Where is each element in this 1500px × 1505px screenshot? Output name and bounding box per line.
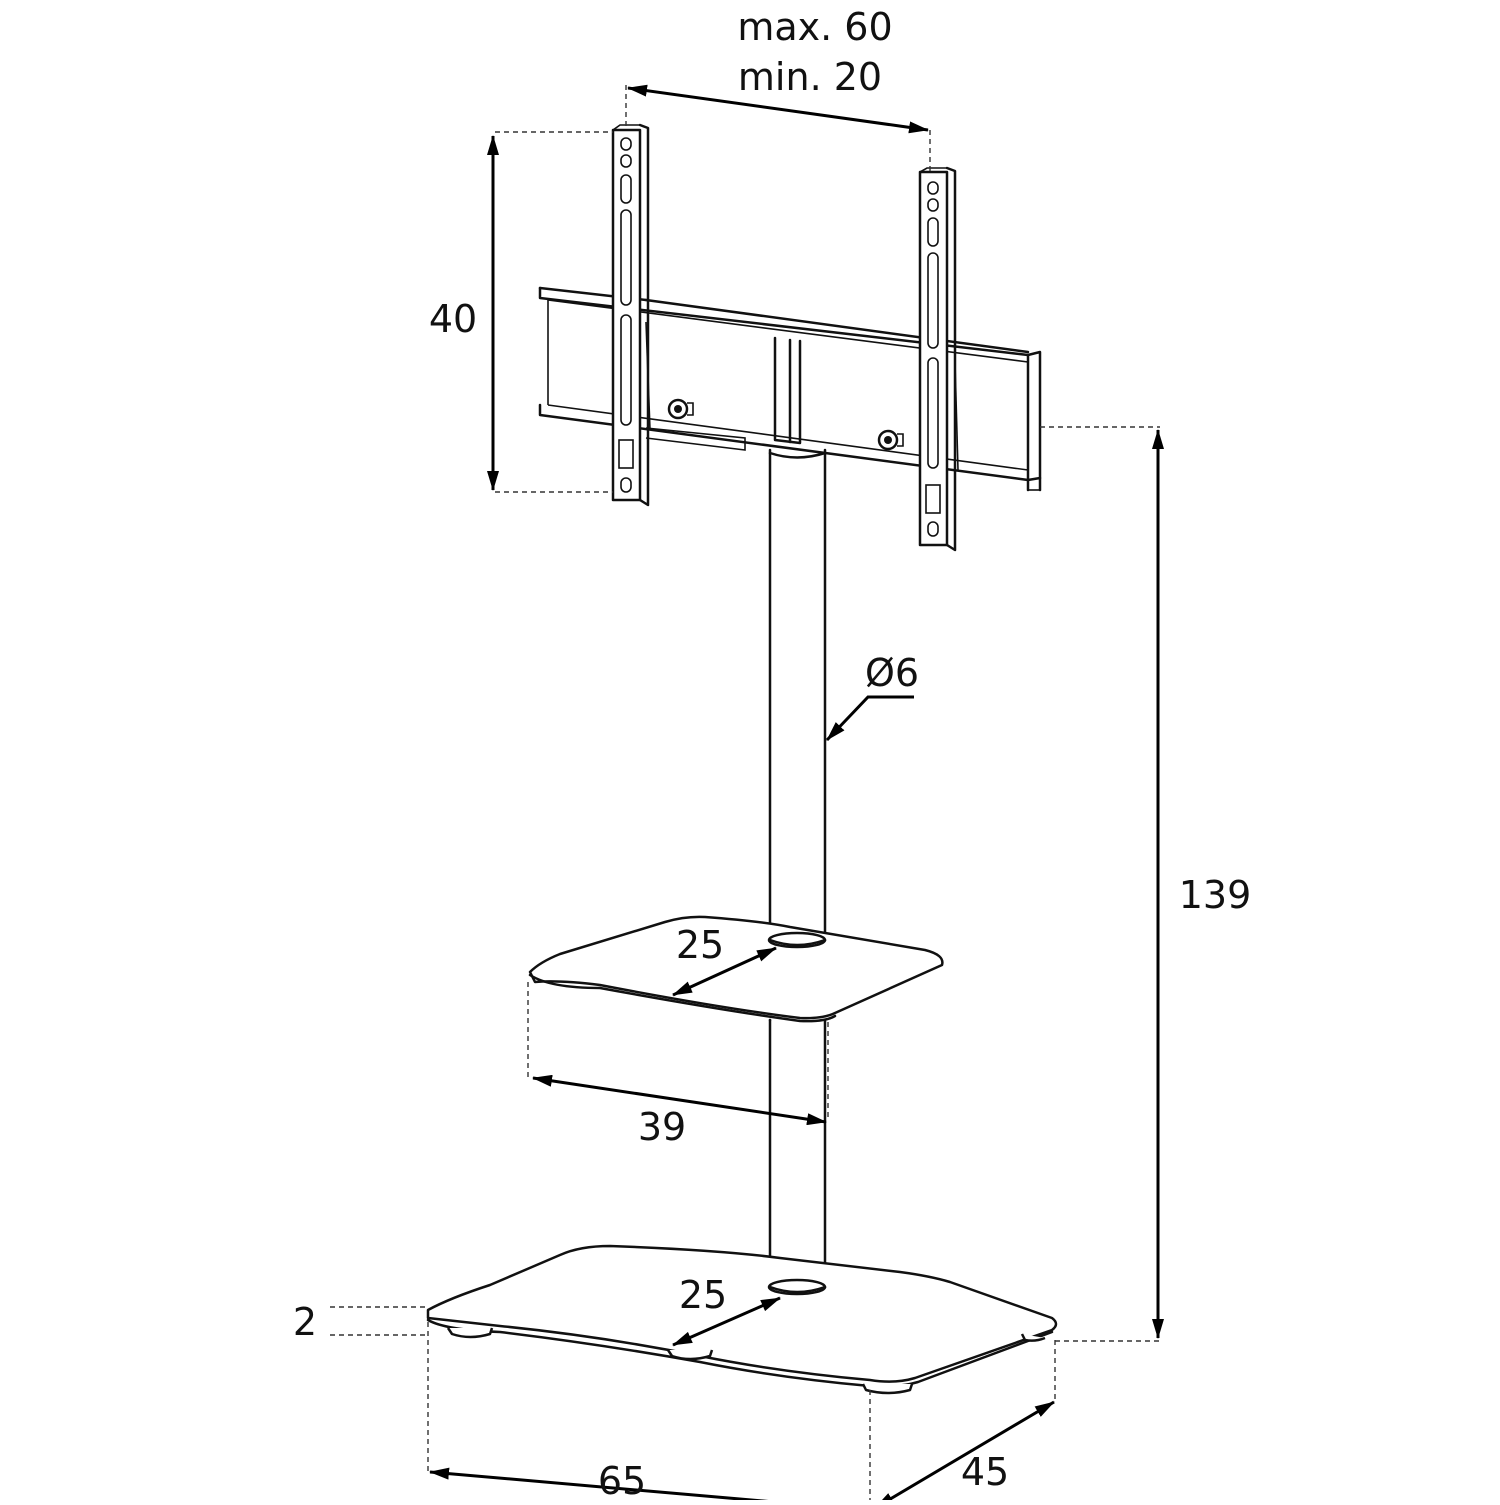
label-base-thickness: 2 bbox=[293, 1300, 317, 1344]
base-plate bbox=[426, 1244, 1058, 1395]
diameter-leader bbox=[825, 695, 914, 742]
label-base-depth: 25 bbox=[679, 1273, 727, 1317]
base-width-arrow bbox=[429, 1467, 867, 1505]
extension-lines bbox=[330, 85, 1160, 1505]
label-pole-diameter: Ø6 bbox=[865, 651, 919, 695]
width-range-arrow bbox=[627, 84, 929, 134]
shelf-depth-arrow bbox=[672, 946, 777, 997]
middle-shelf bbox=[528, 915, 944, 1023]
dimension-labels: max. 60 min. 20 40 139 Ø6 25 39 25 2 65 … bbox=[293, 5, 1252, 1503]
right-vesa-bracket bbox=[918, 166, 957, 552]
label-base-length: 45 bbox=[961, 1450, 1009, 1494]
base-depth-arrow bbox=[672, 1296, 781, 1347]
mounting-plate bbox=[538, 286, 1042, 492]
label-shelf-depth: 25 bbox=[676, 923, 724, 967]
pole bbox=[768, 448, 827, 1287]
dimension-arrows bbox=[429, 84, 1164, 1505]
label-total-height: 139 bbox=[1179, 873, 1252, 917]
base-length-arrow bbox=[874, 1400, 1055, 1505]
label-bracket-height: 40 bbox=[429, 297, 477, 341]
shelf-width-arrow bbox=[532, 1074, 827, 1126]
label-base-width: 65 bbox=[598, 1459, 646, 1500]
label-width-max: max. 60 bbox=[737, 5, 892, 49]
label-shelf-width: 39 bbox=[638, 1105, 686, 1149]
label-width-min: min. 20 bbox=[738, 55, 882, 99]
left-vesa-bracket bbox=[611, 123, 650, 507]
